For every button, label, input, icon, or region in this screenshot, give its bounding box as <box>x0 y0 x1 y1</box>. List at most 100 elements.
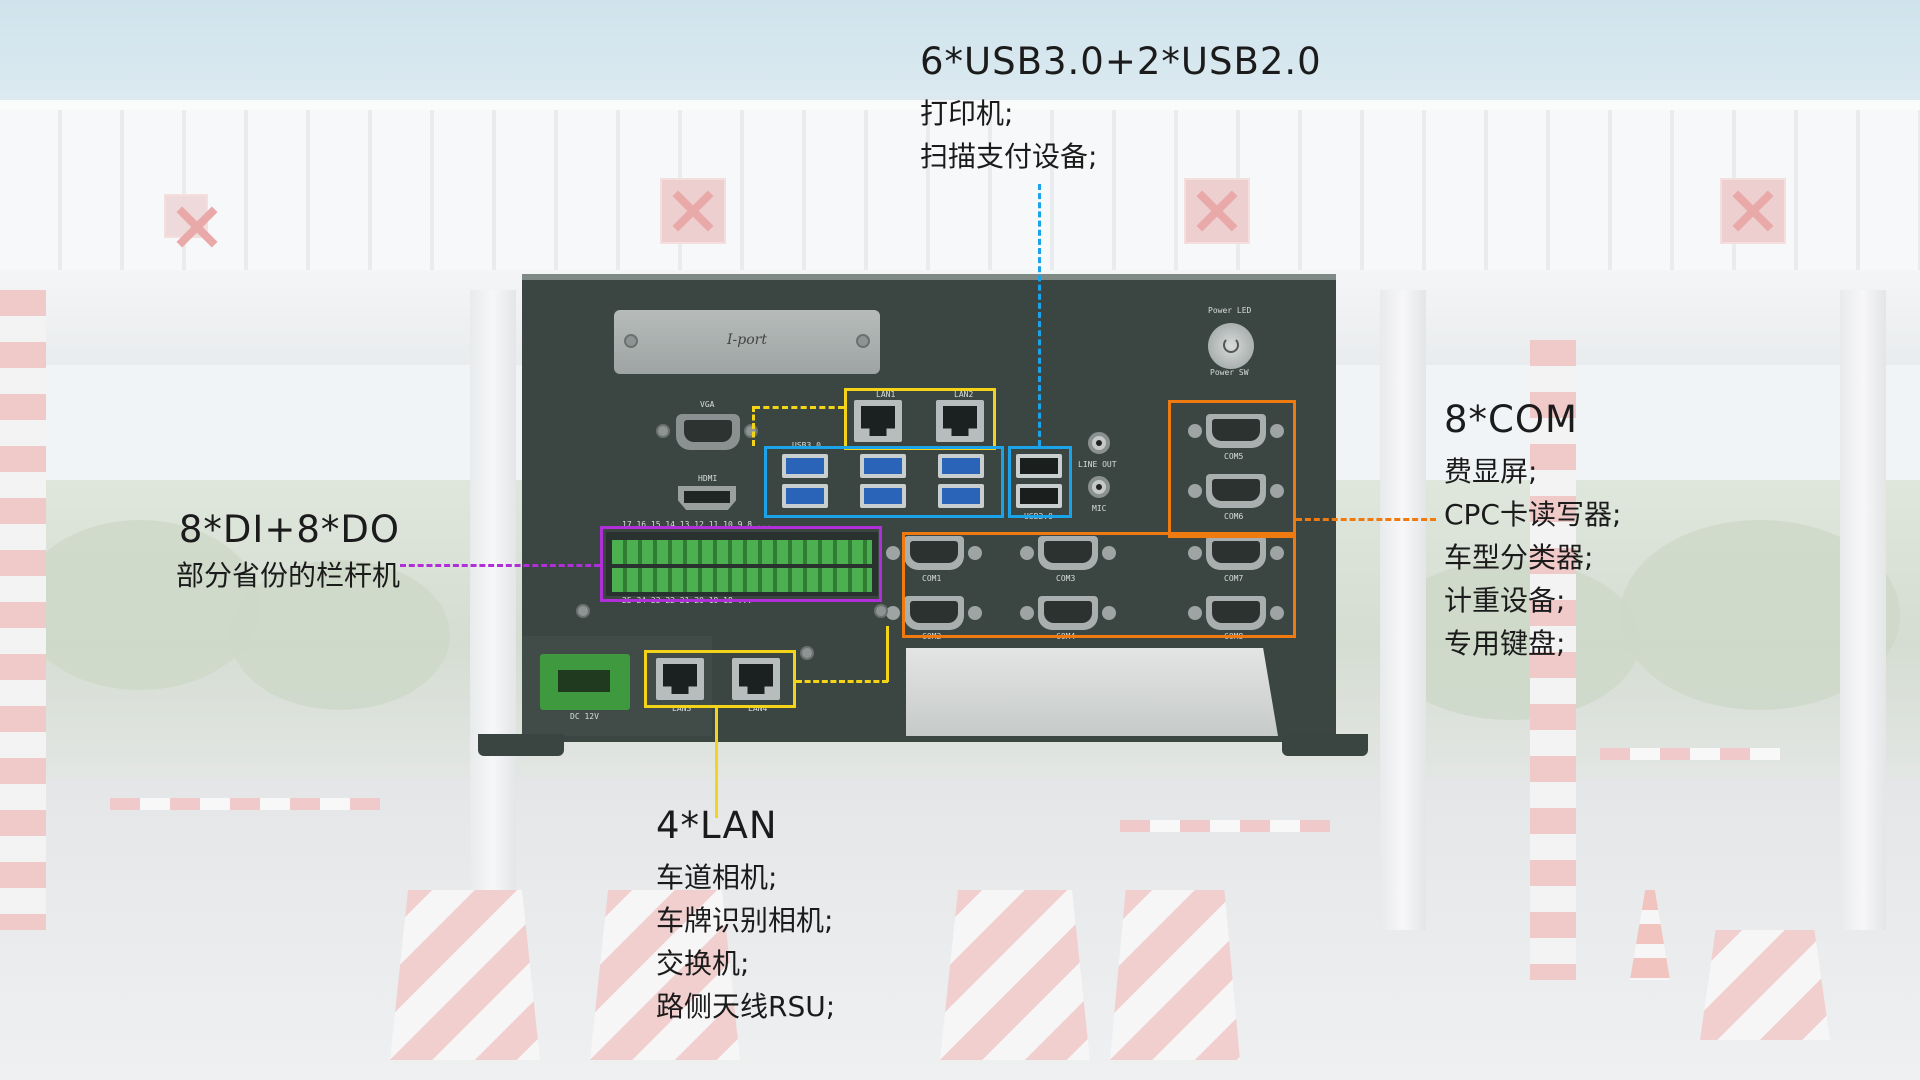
lan-connector-line <box>796 680 888 683</box>
com2-port <box>884 596 984 630</box>
line-out-label: LINE OUT <box>1078 460 1117 469</box>
usb2-port <box>1016 454 1062 478</box>
lan1-label: LAN1 <box>876 390 896 399</box>
com-callout-title: 8*COM <box>1444 398 1578 441</box>
dio-row <box>612 568 872 592</box>
screw-icon <box>800 646 814 660</box>
lan4-label: LAN4 <box>748 704 768 713</box>
usb3-socket <box>942 488 980 504</box>
dio-pin-numbers-top: 17 16 15 14 13 12 11 10 9 8 ... <box>622 520 772 529</box>
db9-shell <box>1206 474 1266 508</box>
dio-callout-item: 部分省份的栏杆机 <box>175 559 400 592</box>
lan1-port <box>854 400 902 442</box>
usb3-socket <box>786 488 824 504</box>
mounting-foot <box>1282 734 1368 756</box>
lane-closed-sign-icon <box>660 178 726 244</box>
iport-cover: I-port <box>614 310 880 374</box>
dio-row <box>612 540 872 564</box>
usb3-port <box>860 454 906 478</box>
hdmi-label: HDMI <box>698 474 718 483</box>
road-barrier <box>590 890 740 1060</box>
com8-port <box>1186 596 1286 630</box>
toll-canopy <box>0 100 1920 291</box>
lan-connector-line <box>752 406 755 446</box>
com6-label: COM6 <box>1224 512 1244 521</box>
com-callout-item: CPC卡读写器; <box>1444 498 1622 531</box>
screw-icon <box>874 604 888 618</box>
nut <box>968 546 982 560</box>
db9-shell <box>1206 536 1266 570</box>
power-led-label: Power LED <box>1208 306 1252 315</box>
nut <box>1188 546 1202 560</box>
usb3-socket <box>786 458 824 474</box>
tree <box>20 520 260 690</box>
usb-callout: 6*USB3.0+2*USB2.0 打印机; 扫描支付设备; <box>920 40 1322 178</box>
lan-connector-line <box>754 406 844 409</box>
nut <box>1188 484 1202 498</box>
expansion-slot-cover <box>906 648 1278 736</box>
road-barrier <box>940 890 1090 1060</box>
screw-icon <box>656 424 670 438</box>
pillar <box>1530 340 1576 980</box>
lan-callout-item: 交换机; <box>656 947 750 980</box>
nut <box>1188 424 1202 438</box>
usb3-port <box>938 484 984 508</box>
usb3-socket <box>864 458 902 474</box>
lan2-label: LAN2 <box>954 390 974 399</box>
usb3-socket <box>942 458 980 474</box>
com3-port <box>1018 536 1118 570</box>
pillar <box>470 290 516 930</box>
nut <box>886 606 900 620</box>
db9-shell <box>1206 596 1266 630</box>
lan-callout-item: 路侧天线RSU; <box>656 990 836 1023</box>
com-callout: 8*COM 费显屏; CPC卡读写器; 车型分类器; 计重设备; 专用键盘; <box>1444 398 1621 665</box>
dio-highlight <box>600 526 882 602</box>
com7-port <box>1186 536 1286 570</box>
db9-shell <box>1206 414 1266 448</box>
road-barrier <box>1700 930 1830 1040</box>
hdmi-port-socket <box>684 491 730 503</box>
usb3-port <box>860 484 906 508</box>
com6-port <box>1186 474 1286 508</box>
road-barrier <box>1110 890 1240 1060</box>
lan3-label: LAN3 <box>672 704 692 713</box>
barrier-arm <box>110 798 380 810</box>
usb2-port <box>1016 484 1062 508</box>
com7-label: COM7 <box>1224 574 1244 583</box>
usb3-port <box>782 484 828 508</box>
nut <box>1102 606 1116 620</box>
lan-connector-line <box>886 626 889 682</box>
com4-port <box>1018 596 1118 630</box>
com-bottom-highlight <box>902 532 1296 638</box>
mic-jack-icon <box>1088 476 1110 498</box>
usb3-port <box>938 454 984 478</box>
db9-shell <box>1038 596 1098 630</box>
dc-label: DC 12V <box>570 712 599 721</box>
lane-closed-sign-icon <box>1184 178 1250 244</box>
power-button-icon[interactable] <box>1208 323 1254 369</box>
usb2-socket <box>1020 458 1058 474</box>
usb2-socket <box>1020 488 1058 504</box>
lan-bottom-highlight <box>644 650 796 708</box>
com-callout-item: 车型分类器; <box>1444 541 1594 574</box>
nut <box>1270 546 1284 560</box>
lan3-port <box>656 658 704 700</box>
lane-closed-sign-icon <box>1720 178 1786 244</box>
nut <box>886 546 900 560</box>
power-sw-label: Power SW <box>1210 368 1249 377</box>
dc-power-connector <box>540 654 630 710</box>
usb2-highlight <box>1008 446 1072 518</box>
pillar <box>1380 290 1426 930</box>
com3-label: COM3 <box>1056 574 1076 583</box>
iport-label: I-port <box>727 332 767 348</box>
lan-callout-item: 车牌识别相机; <box>656 904 834 937</box>
lan-callout: 4*LAN 车道相机; 车牌识别相机; 交换机; 路侧天线RSU; <box>656 804 835 1028</box>
nut <box>1188 606 1202 620</box>
road-barrier <box>390 890 540 1060</box>
line-out-jack-icon <box>1088 432 1110 454</box>
usb3-port <box>782 454 828 478</box>
lan-top-highlight <box>844 388 996 450</box>
dio-callout: 8*DI+8*DO 部分省份的栏杆机 <box>150 508 400 597</box>
com-callout-item: 专用键盘; <box>1444 627 1566 660</box>
db9-shell <box>904 536 964 570</box>
